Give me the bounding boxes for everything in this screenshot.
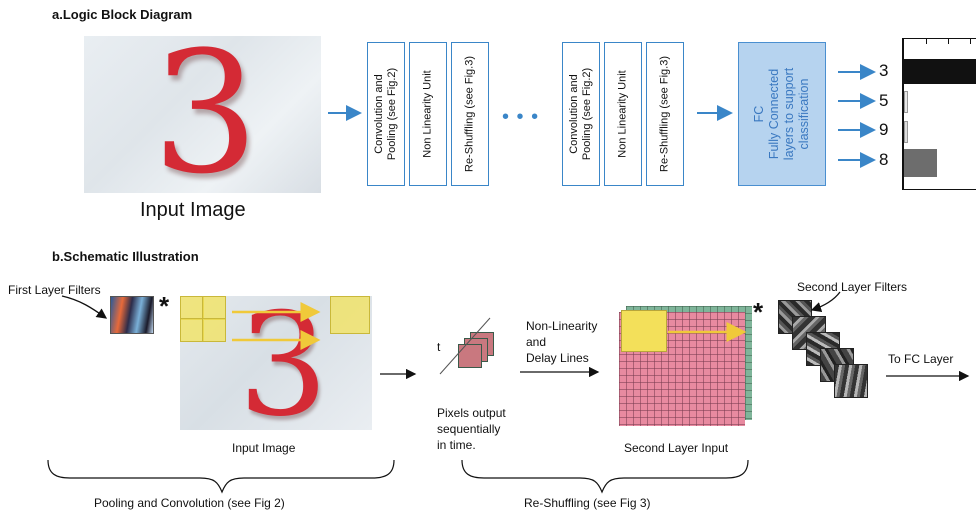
ellipsis-dots: • • •: [502, 106, 540, 128]
first-layer-filters-label: First Layer Filters: [8, 283, 101, 297]
output-label-5: 5: [879, 91, 889, 110]
reshuffling-box-1: Re-Shuffling (see Fig.3): [451, 42, 489, 186]
second-layer-window: [621, 310, 667, 352]
pool-window-1: [180, 296, 204, 320]
second-layer-input-label: Second Layer Input: [624, 441, 729, 455]
brace-left: [47, 459, 395, 494]
t-label: t: [437, 340, 441, 354]
pixels-output-label: Pixels output sequentially in time.: [437, 406, 506, 452]
output-label-9: 9: [879, 120, 889, 139]
curved-arrow-second-filters: [810, 291, 841, 313]
score-bar-5: [904, 91, 908, 113]
brace-right: [461, 459, 749, 494]
second-filter-5: [834, 364, 868, 398]
score-bar-3: [904, 59, 976, 84]
to-fc-layer-label: To FC Layer: [888, 352, 954, 366]
brace-right-label: Re-Shuffling (see Fig 3): [524, 496, 651, 510]
output-label-3: 3: [879, 61, 889, 80]
output-score-panel: [902, 38, 976, 190]
first-layer-filter-image: [110, 296, 154, 334]
reshuffling-box-2: Re-Shuffling (see Fig.3): [646, 42, 684, 186]
pool-window-4: [202, 318, 226, 342]
brace-left-label: Pooling and Convolution (see Fig 2): [94, 496, 285, 510]
input-image-caption-a: Input Image: [140, 199, 246, 221]
asterisk-1: *: [159, 291, 170, 321]
nonlinearity-label: Non-Linearity and Delay Lines: [526, 319, 598, 365]
pool-window-5: [330, 296, 370, 334]
input-image-b: 3: [180, 296, 372, 430]
curved-arrow-filters: [61, 295, 108, 319]
output-label-8: 8: [879, 150, 889, 169]
score-bar-9: [904, 121, 908, 143]
nonlinearity-box-2: Non Linearity Unit: [604, 42, 642, 186]
section-b-title: b.Schematic Illustration: [52, 249, 199, 264]
section-a-title: a.Logic Block Diagram: [52, 7, 193, 22]
nonlinearity-box-1: Non Linearity Unit: [409, 42, 447, 186]
score-bar-8: [904, 149, 937, 177]
pool-window-2: [202, 296, 226, 320]
input-image-caption-b: Input Image: [232, 441, 296, 455]
second-layer-filters-label: Second Layer Filters: [797, 280, 908, 294]
pool-window-3: [180, 318, 204, 342]
asterisk-2: *: [753, 297, 764, 327]
input-image-a: 3: [84, 18, 321, 208]
time-axis-line: [439, 317, 491, 375]
fc-box: FC Fully Connected layers to support cla…: [738, 42, 826, 186]
digit-three-a: 3: [152, 15, 259, 211]
time-stack-layer-3: [458, 344, 482, 368]
